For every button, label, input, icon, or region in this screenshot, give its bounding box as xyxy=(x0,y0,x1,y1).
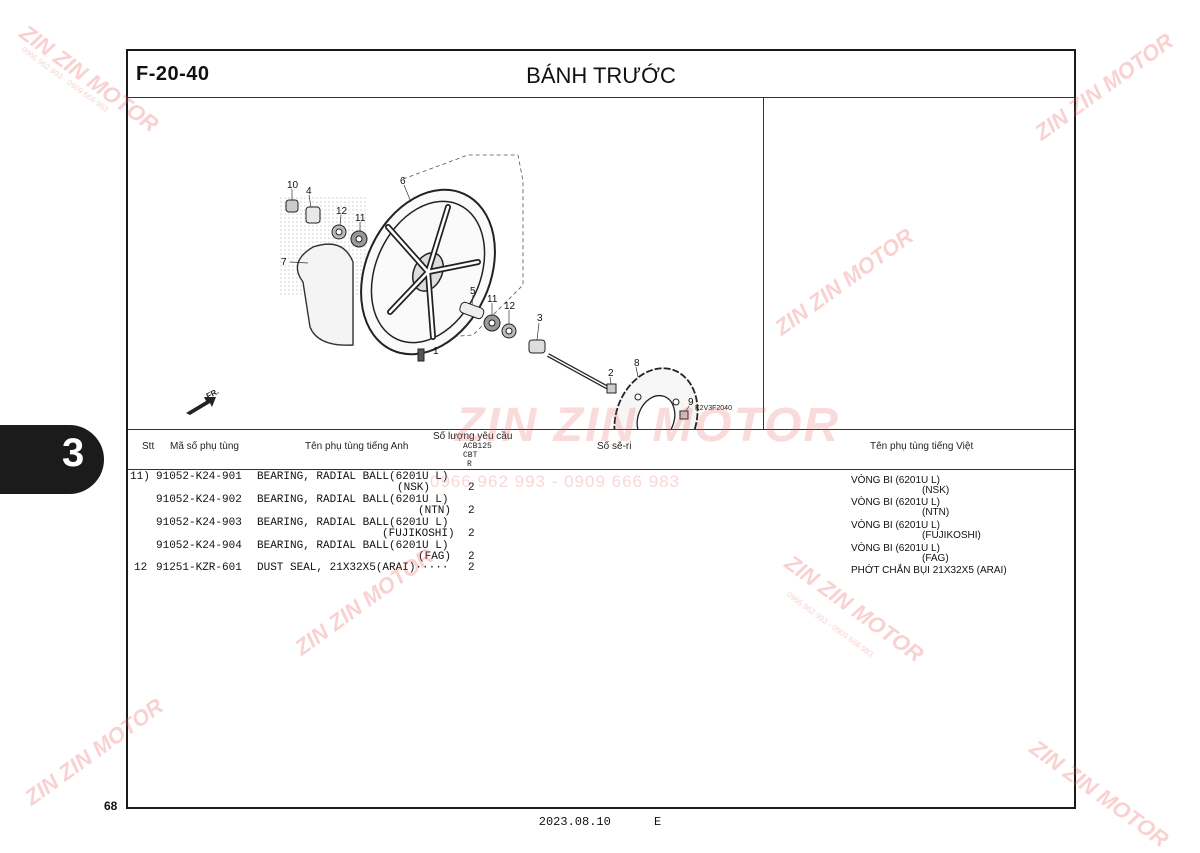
table-top-rule xyxy=(128,429,1074,430)
callout-12-lower: 12 xyxy=(504,301,516,312)
part-spacer-5 xyxy=(459,301,485,320)
part-valve-1 xyxy=(417,348,425,362)
row-qty: 2 xyxy=(468,528,475,540)
figure-code: F-20-40 xyxy=(136,63,210,85)
part-collar-10 xyxy=(285,199,299,213)
callout-3: 3 xyxy=(537,313,543,324)
col-header-model-1: ACB125 xyxy=(463,442,492,451)
row-name-vi: VÒNG BI (6201U L) xyxy=(851,497,940,508)
row-part-no: 91052-K24-904 xyxy=(156,540,242,552)
table-header-rule xyxy=(128,469,1074,470)
row-qty: 2 xyxy=(468,551,475,563)
col-header-part-no: Mã số phụ tùng xyxy=(170,441,239,452)
part-axle-2 xyxy=(547,353,617,394)
callout-5: 5 xyxy=(470,286,476,297)
wheel-rim xyxy=(360,188,496,356)
callout-12-upper: 12 xyxy=(336,206,348,217)
page-header: F-20-40 BÁNH TRƯỚC xyxy=(128,51,1074,98)
col-header-model-3: R xyxy=(467,460,472,469)
row-name-en: BEARING, RADIAL BALL(6201U L) xyxy=(257,494,449,506)
col-header-model-2: CBT xyxy=(463,451,478,460)
row-qty: 2 xyxy=(468,482,475,494)
callout-10: 10 xyxy=(287,180,299,191)
row-name-vi: VÒNG BI (6201U L) xyxy=(851,475,940,486)
exploded-diagram: 10 4 6 12 11 7 5 11 12 3 1 2 8 9 FR. K2V… xyxy=(186,154,732,429)
watermark-phone-center: 0966 962 993 - 0909 666 983 xyxy=(430,472,681,491)
callout-8: 8 xyxy=(634,358,640,369)
brake-disc xyxy=(613,367,699,429)
diagram-divider xyxy=(763,97,764,429)
tire xyxy=(296,243,354,346)
row-name-en-brand: (FAG) xyxy=(418,551,452,563)
row-name-en: DUST SEAL, 21X32X5(ARAI)····· xyxy=(257,562,449,574)
row-stt: 12 xyxy=(134,562,148,574)
footer-edition: E xyxy=(654,815,662,829)
callout-11-lower: 11 xyxy=(487,294,498,305)
page-number: 68 xyxy=(104,799,118,813)
callout-1: 1 xyxy=(433,346,439,357)
row-name-en-brand: (NTN) xyxy=(418,505,452,517)
catalog-frame: F-20-40 BÁNH TRƯỚC xyxy=(126,49,1076,809)
section-tab-number: 3 xyxy=(62,431,85,475)
row-name-vi-brand: (FUJIKOSHI) xyxy=(922,530,981,541)
row-name-vi-brand: (NSK) xyxy=(922,485,950,496)
page-title: BÁNH TRƯỚC xyxy=(526,63,676,88)
callout-4: 4 xyxy=(306,186,312,197)
row-name-en: BEARING, RADIAL BALL(6201U L) xyxy=(257,517,449,529)
col-header-stt: Stt xyxy=(142,441,155,452)
part-spacer-4 xyxy=(305,206,321,224)
col-header-name-en: Tên phụ tùng tiếng Anh xyxy=(305,441,409,452)
section-tab: 3 xyxy=(0,425,104,494)
row-name-vi-brand: (NTN) xyxy=(922,507,950,518)
col-header-name-vi: Tên phụ tùng tiếng Việt xyxy=(870,441,974,452)
callout-2: 2 xyxy=(608,368,614,379)
row-qty: 2 xyxy=(468,562,475,574)
row-part-no: 91052-K24-903 xyxy=(156,517,242,529)
part-bearing-11a xyxy=(350,230,368,248)
row-name-en-brand: (NSK) xyxy=(397,482,431,494)
row-name-en: BEARING, RADIAL BALL(6201U L) xyxy=(257,471,449,483)
row-name-vi: VÒNG BI (6201U L) xyxy=(851,520,940,531)
front-arrow-icon: FR. xyxy=(186,387,220,415)
callout-11-upper: 11 xyxy=(355,213,366,224)
part-collar-3 xyxy=(528,339,546,354)
row-name-en: BEARING, RADIAL BALL(6201U L) xyxy=(257,540,449,552)
part-bolt-9 xyxy=(679,410,689,420)
callout-9: 9 xyxy=(688,397,694,408)
diagram-ref-code: K2V3F2040 xyxy=(695,405,732,412)
row-part-no: 91052-K24-901 xyxy=(156,471,242,483)
front-arrow-label: FR. xyxy=(205,387,221,401)
watermark-brand-center: ZIN ZIN MOTOR xyxy=(455,399,841,452)
row-stt: 11) xyxy=(130,471,150,483)
row-part-no: 91251-KZR-601 xyxy=(156,562,242,574)
callout-7: 7 xyxy=(281,257,287,268)
row-name-vi: PHỚT CHẮN BỤI 21X32X5 (ARAI) xyxy=(851,565,1007,576)
col-header-qty: Số lượng yêu cầu xyxy=(433,431,513,442)
row-name-vi: VÒNG BI (6201U L) xyxy=(851,543,940,554)
part-bearing-11b xyxy=(483,314,501,332)
row-name-en-brand: (FUJIKOSHI) xyxy=(382,528,455,540)
row-qty: 2 xyxy=(468,505,475,517)
row-part-no: 91052-K24-902 xyxy=(156,494,242,506)
part-seal-12b xyxy=(501,323,517,339)
row-name-vi-brand: (FAG) xyxy=(922,553,949,564)
page-footer: 2023.08.10 E xyxy=(0,815,1200,829)
col-header-serial: Số sê-ri xyxy=(597,441,632,452)
callout-6: 6 xyxy=(400,176,406,187)
footer-date: 2023.08.10 xyxy=(538,815,611,829)
part-seal-12a xyxy=(331,224,347,240)
